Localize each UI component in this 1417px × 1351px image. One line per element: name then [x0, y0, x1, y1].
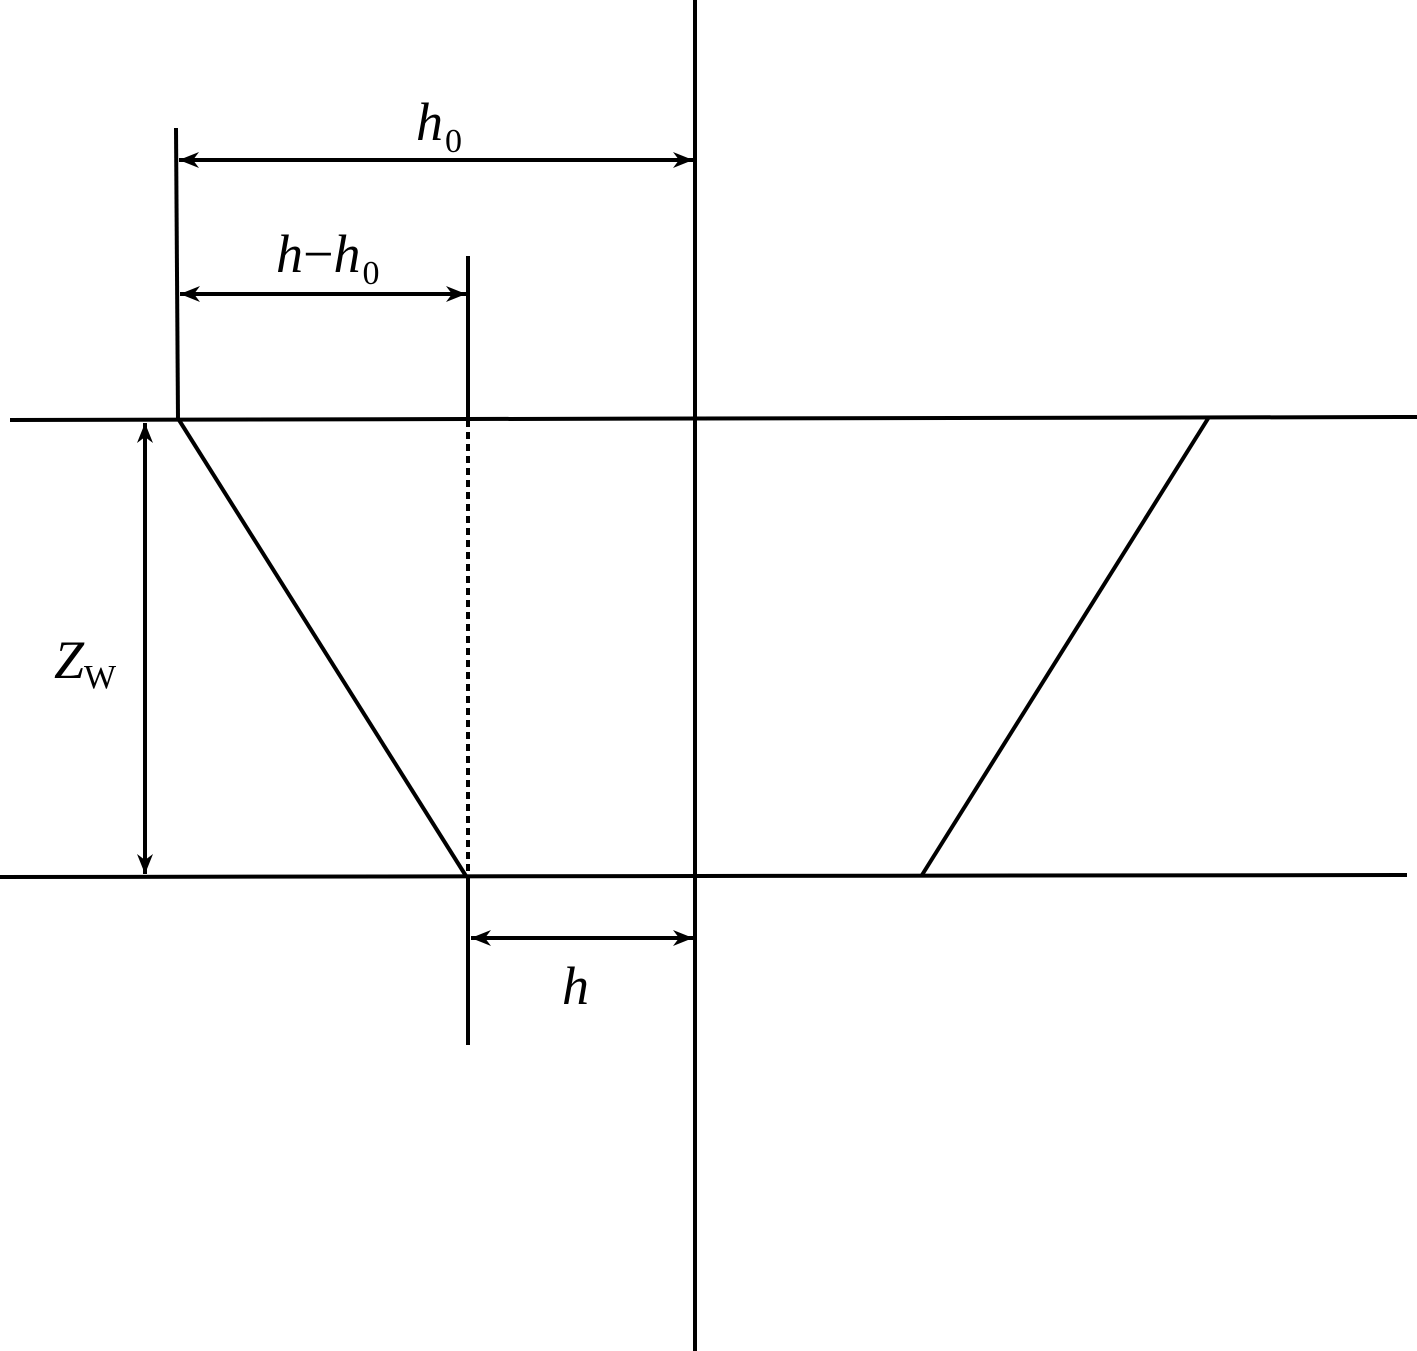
zw-label: ZW	[54, 630, 117, 696]
h0-label: h0	[416, 92, 462, 160]
top-surface-line	[9, 415, 1417, 422]
h-label: h	[562, 956, 589, 1016]
right-slope-line	[920, 415, 1211, 877]
h-minus-h0-label: h−h0	[276, 224, 379, 292]
left-reference-line	[174, 127, 180, 421]
bottom-surface-line	[0, 873, 1408, 879]
left-slope-line	[177, 418, 468, 878]
